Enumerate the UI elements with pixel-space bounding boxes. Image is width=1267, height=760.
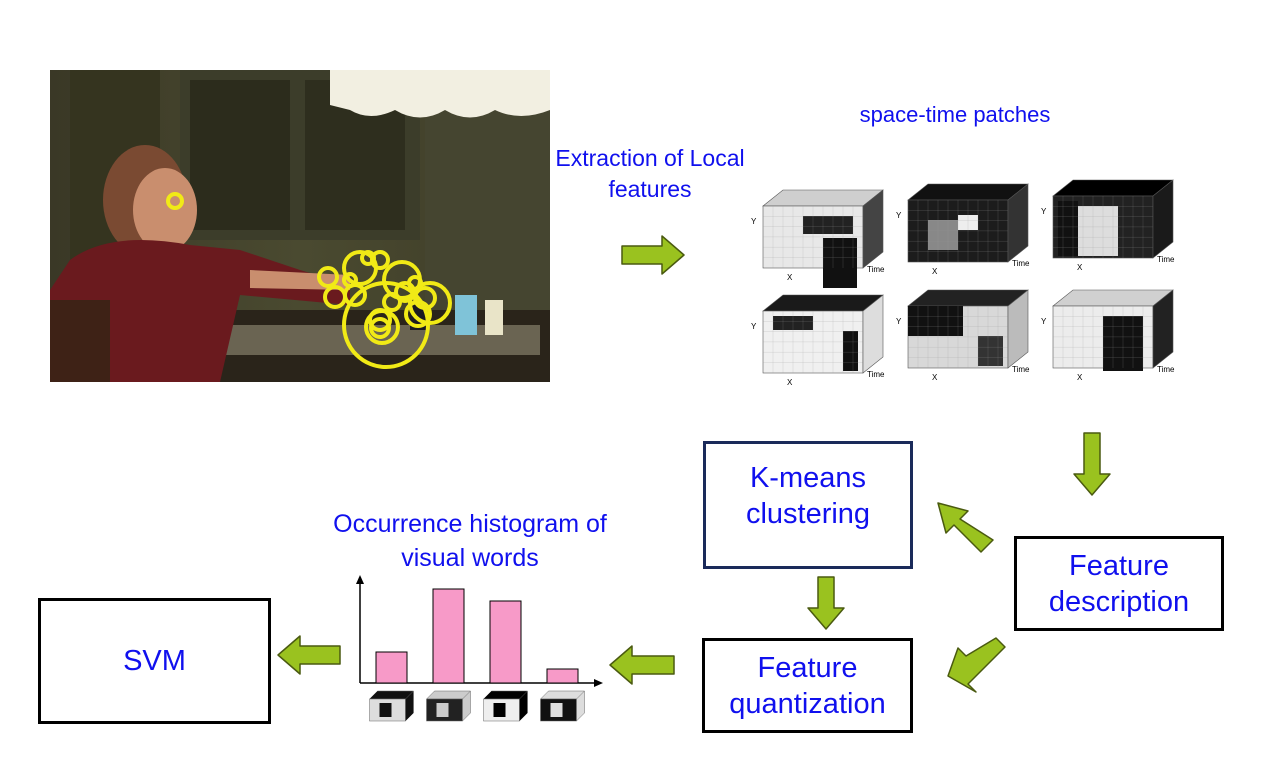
feature-description-label: Feature description <box>1048 549 1190 618</box>
histogram-x-axis-arrow <box>594 679 603 687</box>
kmeans-label: K-means clustering <box>745 462 871 530</box>
arrow-down-icon-2 <box>807 576 845 630</box>
patch-axis-time-label: Time <box>867 265 885 274</box>
space-time-patch: Y X Time <box>751 189 885 288</box>
patch-axis-y-label: Y <box>896 317 902 326</box>
patch-axis-time-label: Time <box>1157 255 1175 264</box>
space-time-patch: Y X Time <box>751 294 885 387</box>
patch-axis-x-label: X <box>1077 263 1083 272</box>
patch-axis-y-label: Y <box>1041 317 1047 326</box>
patch-axis-x-label: X <box>787 378 793 387</box>
histogram-y-axis-arrow <box>356 575 364 584</box>
histogram-patch-thumbnail <box>482 690 529 722</box>
histogram-title: Occurrence histogram of visual words <box>333 510 607 572</box>
histogram-patch-thumbnail <box>539 690 586 722</box>
arrow-up-left-icon <box>937 502 994 553</box>
feature-quantization-label: Feature quantization <box>729 651 886 720</box>
histogram-patch-thumbnail <box>368 690 415 722</box>
arrow-down-left-icon <box>947 637 1006 693</box>
svm-box: SVM <box>38 598 271 724</box>
arrow-left-icon <box>609 645 675 685</box>
space-time-patch: Y X Time <box>1041 289 1175 382</box>
feature-description-box: Feature description <box>1014 536 1224 631</box>
video-frame-image <box>50 70 550 382</box>
patch-axis-time-label: Time <box>1012 365 1030 374</box>
space-time-patch: Y X Time <box>896 289 1030 382</box>
patch-axis-x-label: X <box>787 273 793 282</box>
space-time-patch: Y X Time <box>896 183 1030 276</box>
space-time-patch: Y X Time <box>1041 179 1175 272</box>
patch-axis-y-label: Y <box>1041 207 1047 216</box>
patch-axis-y-label: Y <box>896 211 902 220</box>
patch-axis-y-label: Y <box>751 322 757 331</box>
histogram-bar <box>375 651 408 684</box>
kmeans-box: K-means clustering <box>703 441 913 569</box>
patch-axis-time-label: Time <box>867 370 885 379</box>
histogram-chart <box>356 575 603 722</box>
histogram-bar <box>546 668 579 684</box>
histogram-bar <box>432 588 465 684</box>
patch-axis-time-label: Time <box>1012 259 1030 268</box>
arrow-down-icon <box>1073 432 1111 496</box>
arrow-left-icon-2 <box>277 635 341 675</box>
extraction-label: Extraction of Local features <box>555 145 745 202</box>
histogram-bar <box>489 600 522 684</box>
svm-label: SVM <box>123 645 186 677</box>
patch-axis-x-label: X <box>932 373 938 382</box>
patch-axis-x-label: X <box>1077 373 1083 382</box>
histogram-patch-thumbnail <box>425 690 472 722</box>
patch-axis-x-label: X <box>932 267 938 276</box>
arrow-right-icon <box>621 235 685 275</box>
patch-axis-time-label: Time <box>1157 365 1175 374</box>
patch-axis-y-label: Y <box>751 217 757 226</box>
video-frame <box>50 70 550 382</box>
feature-quantization-box: Feature quantization <box>702 638 913 733</box>
patches-title: space-time patches <box>859 102 1051 127</box>
